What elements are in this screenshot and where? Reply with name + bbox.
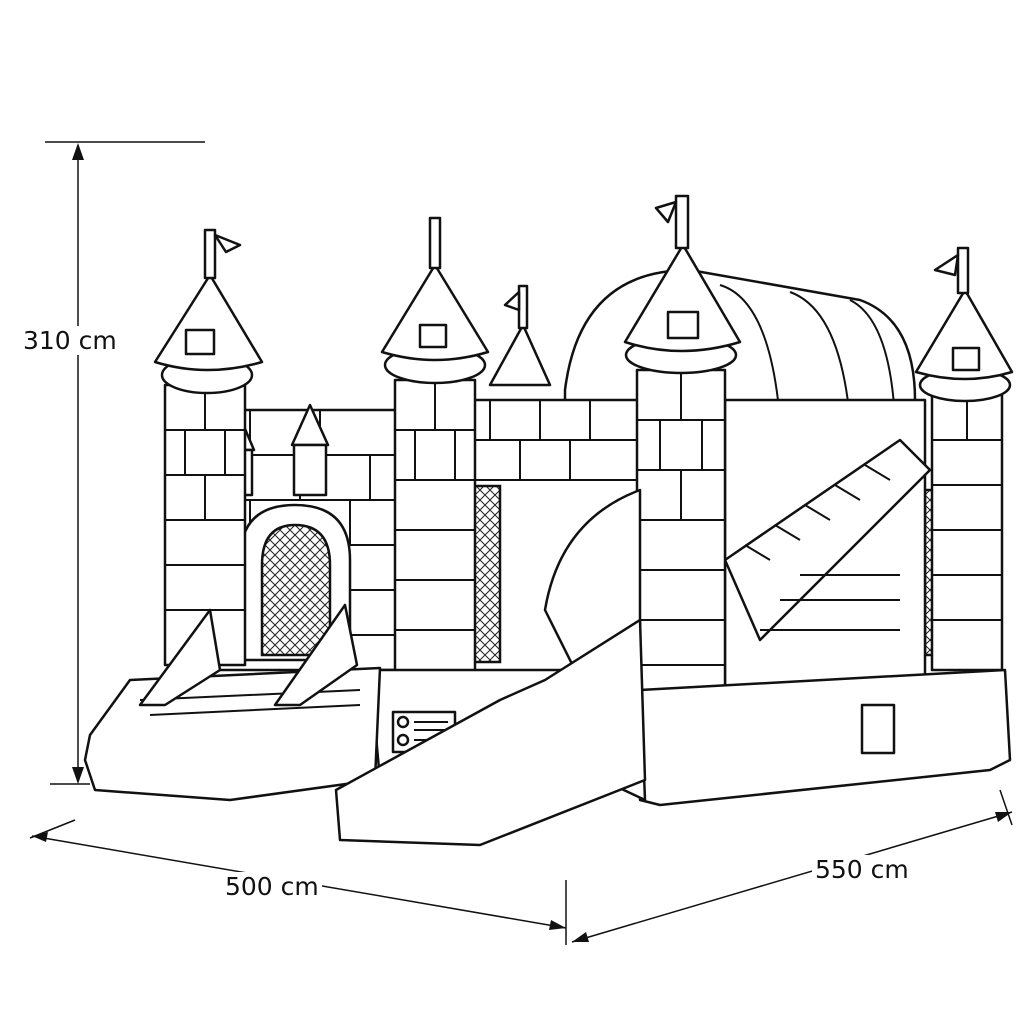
width-label: 500 cm <box>222 872 322 901</box>
height-dimension-line <box>45 141 205 785</box>
blower-flap <box>860 703 896 755</box>
tower-far-right <box>914 246 1014 672</box>
slide <box>334 488 647 847</box>
tower-far-left <box>153 228 264 667</box>
bounce-area-front <box>83 603 382 802</box>
depth-dimension-line <box>571 789 1013 943</box>
depth-label: 550 cm <box>812 855 912 884</box>
tower-center-right <box>623 194 742 697</box>
height-label: 310 cm <box>20 326 120 355</box>
tower-back-center <box>488 284 552 387</box>
tower-center-left <box>380 216 490 677</box>
